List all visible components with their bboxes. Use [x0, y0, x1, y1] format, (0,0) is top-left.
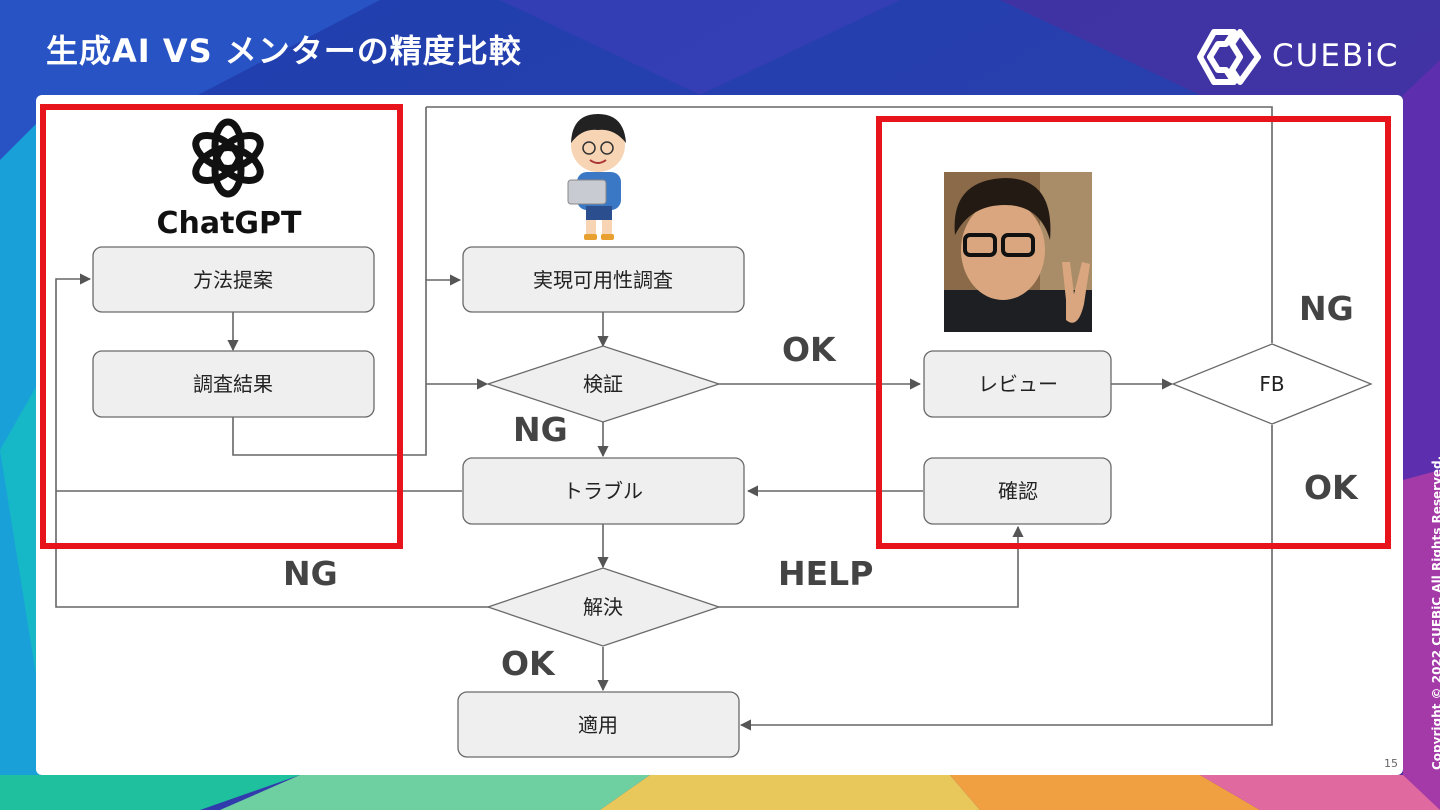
cuebic-logo-icon — [1197, 29, 1261, 85]
label-resolve-ng: NG — [283, 554, 338, 593]
mentor-highlight-frame — [876, 116, 1391, 549]
node-confirm: 確認 — [923, 457, 1112, 525]
node-method-label: 方法提案 — [193, 268, 273, 292]
edge-resolve-help-confirm — [719, 525, 1024, 608]
edge-fb-ng-loop — [426, 106, 1273, 343]
label-fb-ok: OK — [1304, 468, 1359, 507]
label-resolve-help: HELP — [778, 554, 873, 593]
node-review-label: レビュー — [978, 372, 1058, 396]
node-feasibility: 実現可用性調査 — [462, 246, 745, 313]
edge-result-feasibility — [232, 274, 462, 456]
node-fb: FB — [1171, 343, 1373, 425]
chatgpt-highlight-frame — [40, 104, 403, 549]
slide-title: 生成AI VS メンターの精度比較 — [46, 32, 522, 70]
page-number: 15 — [1384, 757, 1398, 770]
edge-resolve-ng-method — [55, 273, 490, 608]
edge-fb-ok-apply — [739, 425, 1273, 731]
node-resolve-label: 解決 — [583, 595, 623, 619]
label-verify-ng: NG — [513, 410, 568, 449]
node-apply: 適用 — [457, 691, 740, 758]
engineer-illustration — [567, 114, 626, 240]
node-result-label: 調査結果 — [193, 372, 273, 396]
node-result: 調査結果 — [92, 350, 375, 418]
node-review: レビュー — [923, 350, 1112, 418]
connectors — [55, 106, 1273, 731]
mentor-photo — [944, 172, 1092, 332]
node-trouble-label: トラブル — [563, 479, 643, 503]
node-verify: 検証 — [485, 345, 722, 423]
node-fb-label: FB — [1259, 372, 1284, 396]
label-resolve-ok: OK — [501, 644, 556, 683]
node-trouble: トラブル — [462, 457, 745, 525]
node-confirm-label: 確認 — [998, 479, 1038, 503]
node-feasibility-label: 実現可用性調査 — [533, 268, 673, 292]
chatgpt-logo-text: ChatGPT — [156, 206, 302, 241]
label-verify-ok: OK — [782, 330, 837, 369]
content-panel — [36, 95, 1403, 775]
label-fb-ng: NG — [1299, 289, 1354, 328]
node-apply-label: 適用 — [578, 713, 618, 737]
openai-logo-icon — [192, 118, 264, 198]
node-verify-label: 検証 — [583, 372, 623, 396]
brand-name: CUEBiC — [1272, 38, 1400, 74]
node-resolve: 解決 — [485, 567, 722, 647]
node-method: 方法提案 — [92, 246, 375, 313]
copyright-text: Copyright © 2022 CUEBiC All Rights Reser… — [1430, 455, 1440, 770]
